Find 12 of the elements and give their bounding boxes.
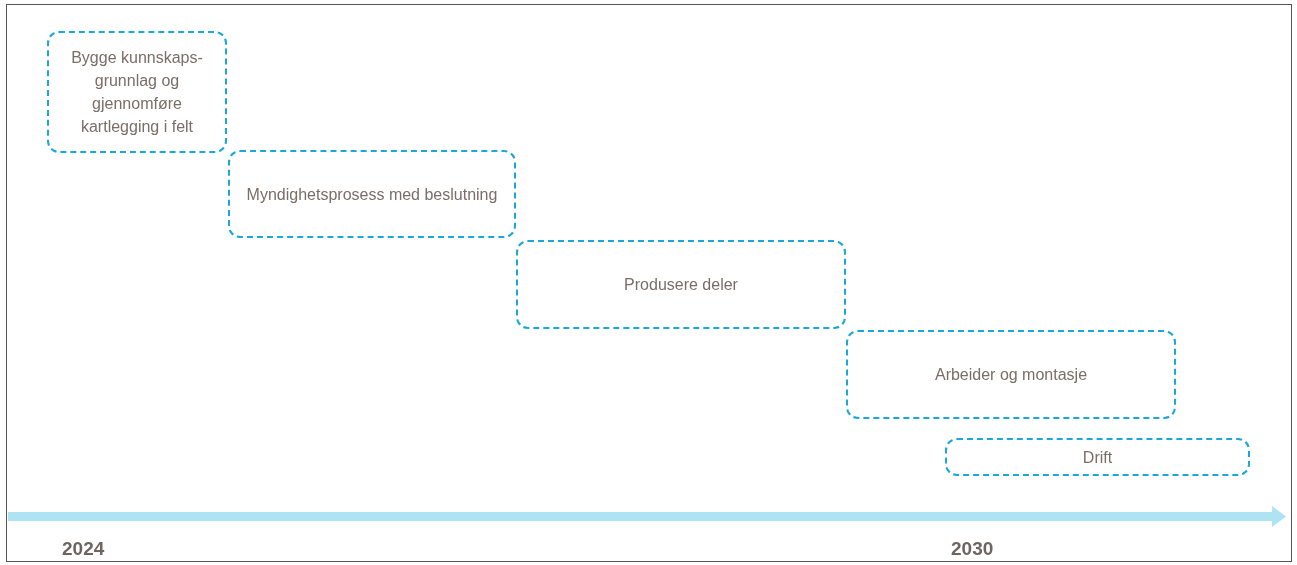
year-label: 2030 [951, 538, 994, 560]
phase-label: Arbeider og montasje [934, 365, 1088, 385]
year-label: 2024 [62, 538, 105, 560]
phase-label: Bygge kunnskaps- grunnlag og gjennomføre kartlegging i felt [70, 48, 204, 137]
phase-box [228, 150, 516, 238]
phase-box [47, 31, 227, 153]
phase-label: Produsere deler [624, 275, 738, 295]
phase-box [516, 240, 846, 329]
phase-label: Drift [1082, 447, 1113, 468]
phase-box [945, 438, 1250, 476]
phase-label: Myndighetsprosess med beslutning [246, 184, 498, 205]
phase-box [846, 330, 1176, 419]
